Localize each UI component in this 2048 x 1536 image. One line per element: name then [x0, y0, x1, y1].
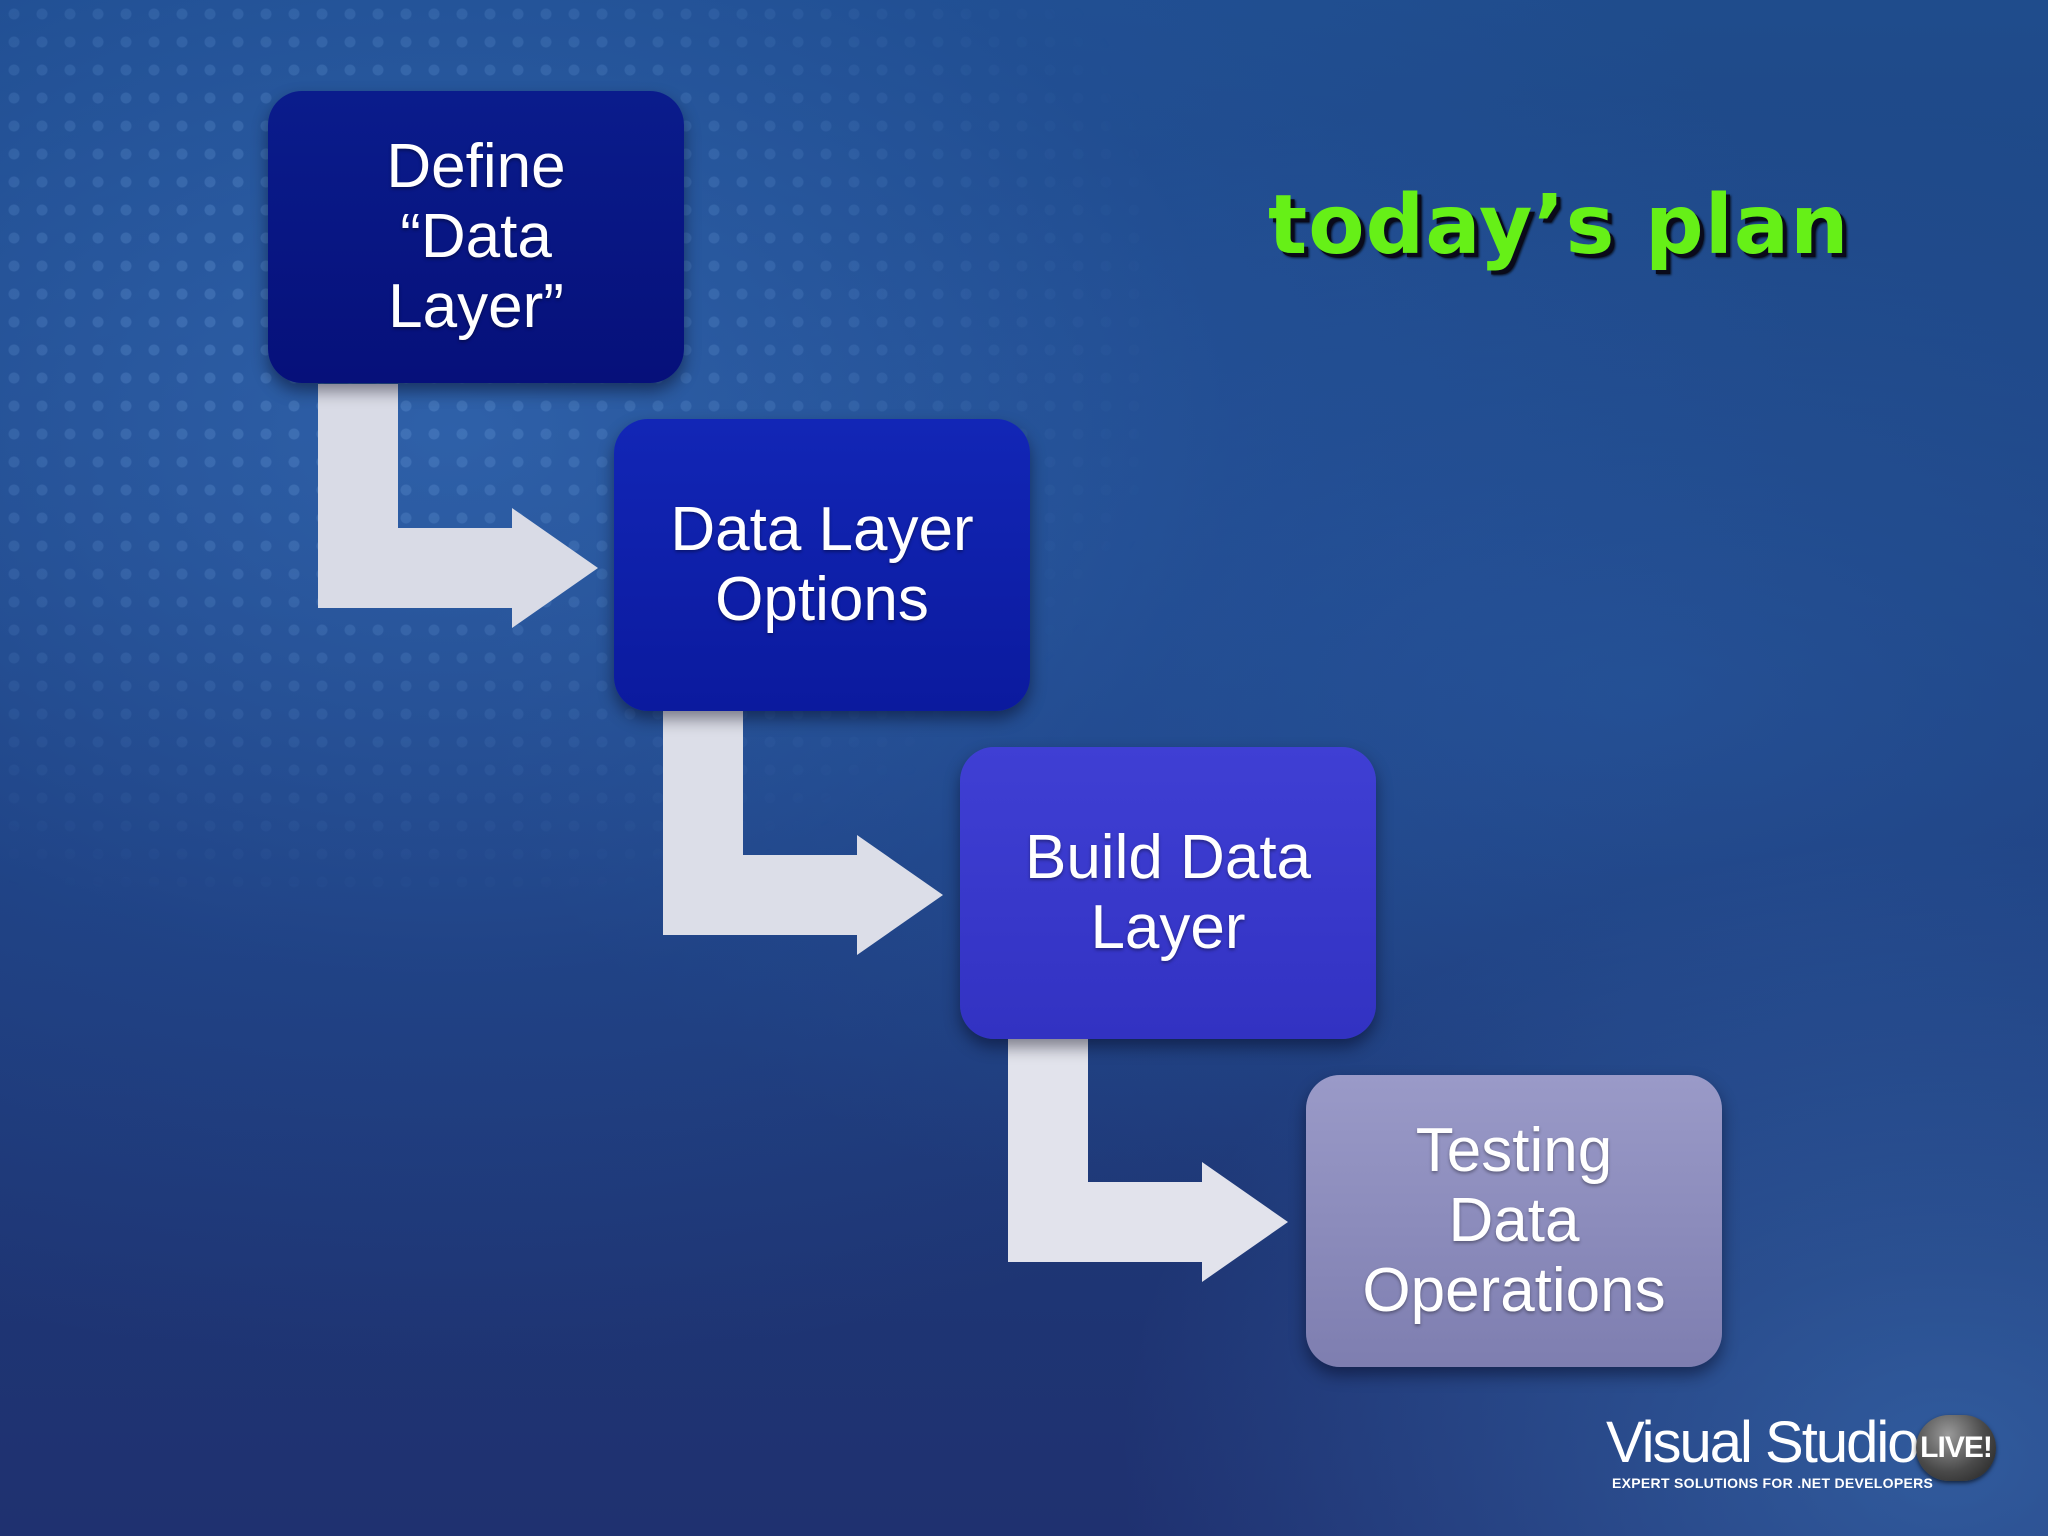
step-label: Testing Data Operations: [1362, 1116, 1666, 1325]
visual-studio-live-logo: Visual Studio LIVE! EXPERT SOLUTIONS FOR…: [1606, 1413, 1996, 1495]
step-box-testing-data-operations: Testing Data Operations: [1306, 1075, 1722, 1367]
step-label: Define “Data Layer”: [386, 132, 566, 341]
elbow-arrow-1: [318, 384, 598, 628]
logo-tagline: EXPERT SOLUTIONS FOR .NET DEVELOPERS: [1612, 1475, 1934, 1491]
step-box-define-data-layer: Define “Data Layer”: [268, 91, 684, 383]
slide-title: today’s plan: [1268, 178, 1850, 273]
step-box-build-data-layer: Build Data Layer: [960, 747, 1376, 1039]
elbow-arrow-2: [663, 711, 943, 955]
logo-live-badge: LIVE!: [1916, 1415, 1996, 1481]
step-box-data-layer-options: Data Layer Options: [614, 419, 1030, 711]
step-label: Build Data Layer: [1024, 823, 1312, 962]
step-label: Data Layer Options: [670, 495, 974, 634]
logo-name: Visual Studio: [1606, 1410, 1919, 1475]
elbow-arrow-3: [1008, 1038, 1288, 1282]
